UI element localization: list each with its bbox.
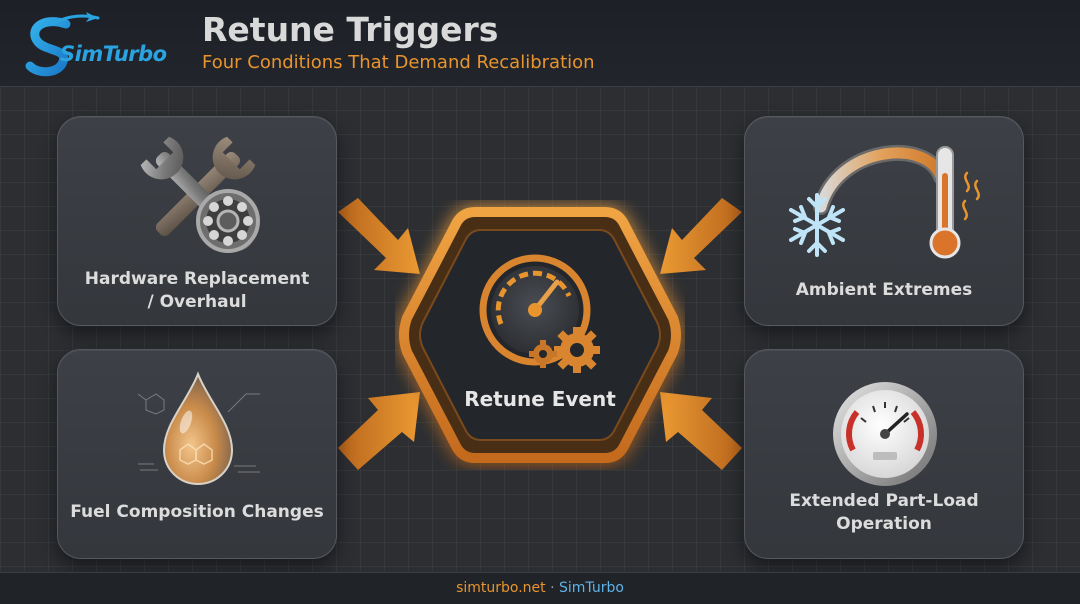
- trigger-label: Extended Part-Load Operation: [745, 490, 1023, 536]
- gauge-with-gears-icon: [479, 254, 600, 373]
- wrench-and-bearing-icon: [140, 136, 260, 253]
- arrow-partload-to-hub: [660, 392, 742, 470]
- arrow-fuel-to-hub: [338, 392, 420, 470]
- retune-event-hub: [399, 207, 681, 463]
- trigger-label-line2: / Overhaul: [147, 292, 247, 312]
- trigger-label-line1: Fuel Composition Changes: [70, 502, 324, 522]
- simturbo-logo-icon: [25, 12, 100, 77]
- trigger-card-ambient: Ambient Extremes: [744, 116, 1024, 326]
- footer-separator: ·: [545, 580, 559, 596]
- trigger-card-hardware: Hardware Replacement / Overhaul: [57, 116, 337, 326]
- trigger-label-line1: Hardware Replacement: [84, 269, 310, 289]
- trigger-card-partload: Extended Part-Load Operation: [744, 349, 1024, 559]
- page-title: Retune Triggers: [202, 10, 499, 49]
- logo-text: SimTurbo: [60, 42, 167, 66]
- trigger-label-line1: Ambient Extremes: [795, 280, 973, 300]
- trigger-label-line1: Extended Part-Load: [789, 491, 979, 511]
- arrow-hardware-to-hub: [338, 198, 420, 274]
- page-subtitle: Four Conditions That Demand Recalibratio…: [202, 52, 595, 73]
- snowflake-thermometer-icon: [789, 145, 980, 259]
- trigger-label-line2: Operation: [836, 514, 932, 534]
- trigger-label: Fuel Composition Changes: [58, 501, 336, 524]
- trigger-label: Ambient Extremes: [745, 279, 1023, 302]
- footer-brand: SimTurbo: [559, 580, 624, 596]
- footer: simturbo.net · SimTurbo: [0, 572, 1080, 604]
- footer-site[interactable]: simturbo.net: [456, 580, 546, 596]
- fuel-droplet-icon: [137, 371, 260, 486]
- pressure-gauge-icon: [833, 382, 937, 486]
- trigger-label: Hardware Replacement / Overhaul: [58, 268, 336, 314]
- trigger-card-fuel: Fuel Composition Changes: [57, 349, 337, 559]
- header: SimTurbo Retune Triggers Four Conditions…: [0, 0, 1080, 87]
- hub-label: Retune Event: [464, 387, 616, 411]
- arrow-ambient-to-hub: [660, 198, 742, 274]
